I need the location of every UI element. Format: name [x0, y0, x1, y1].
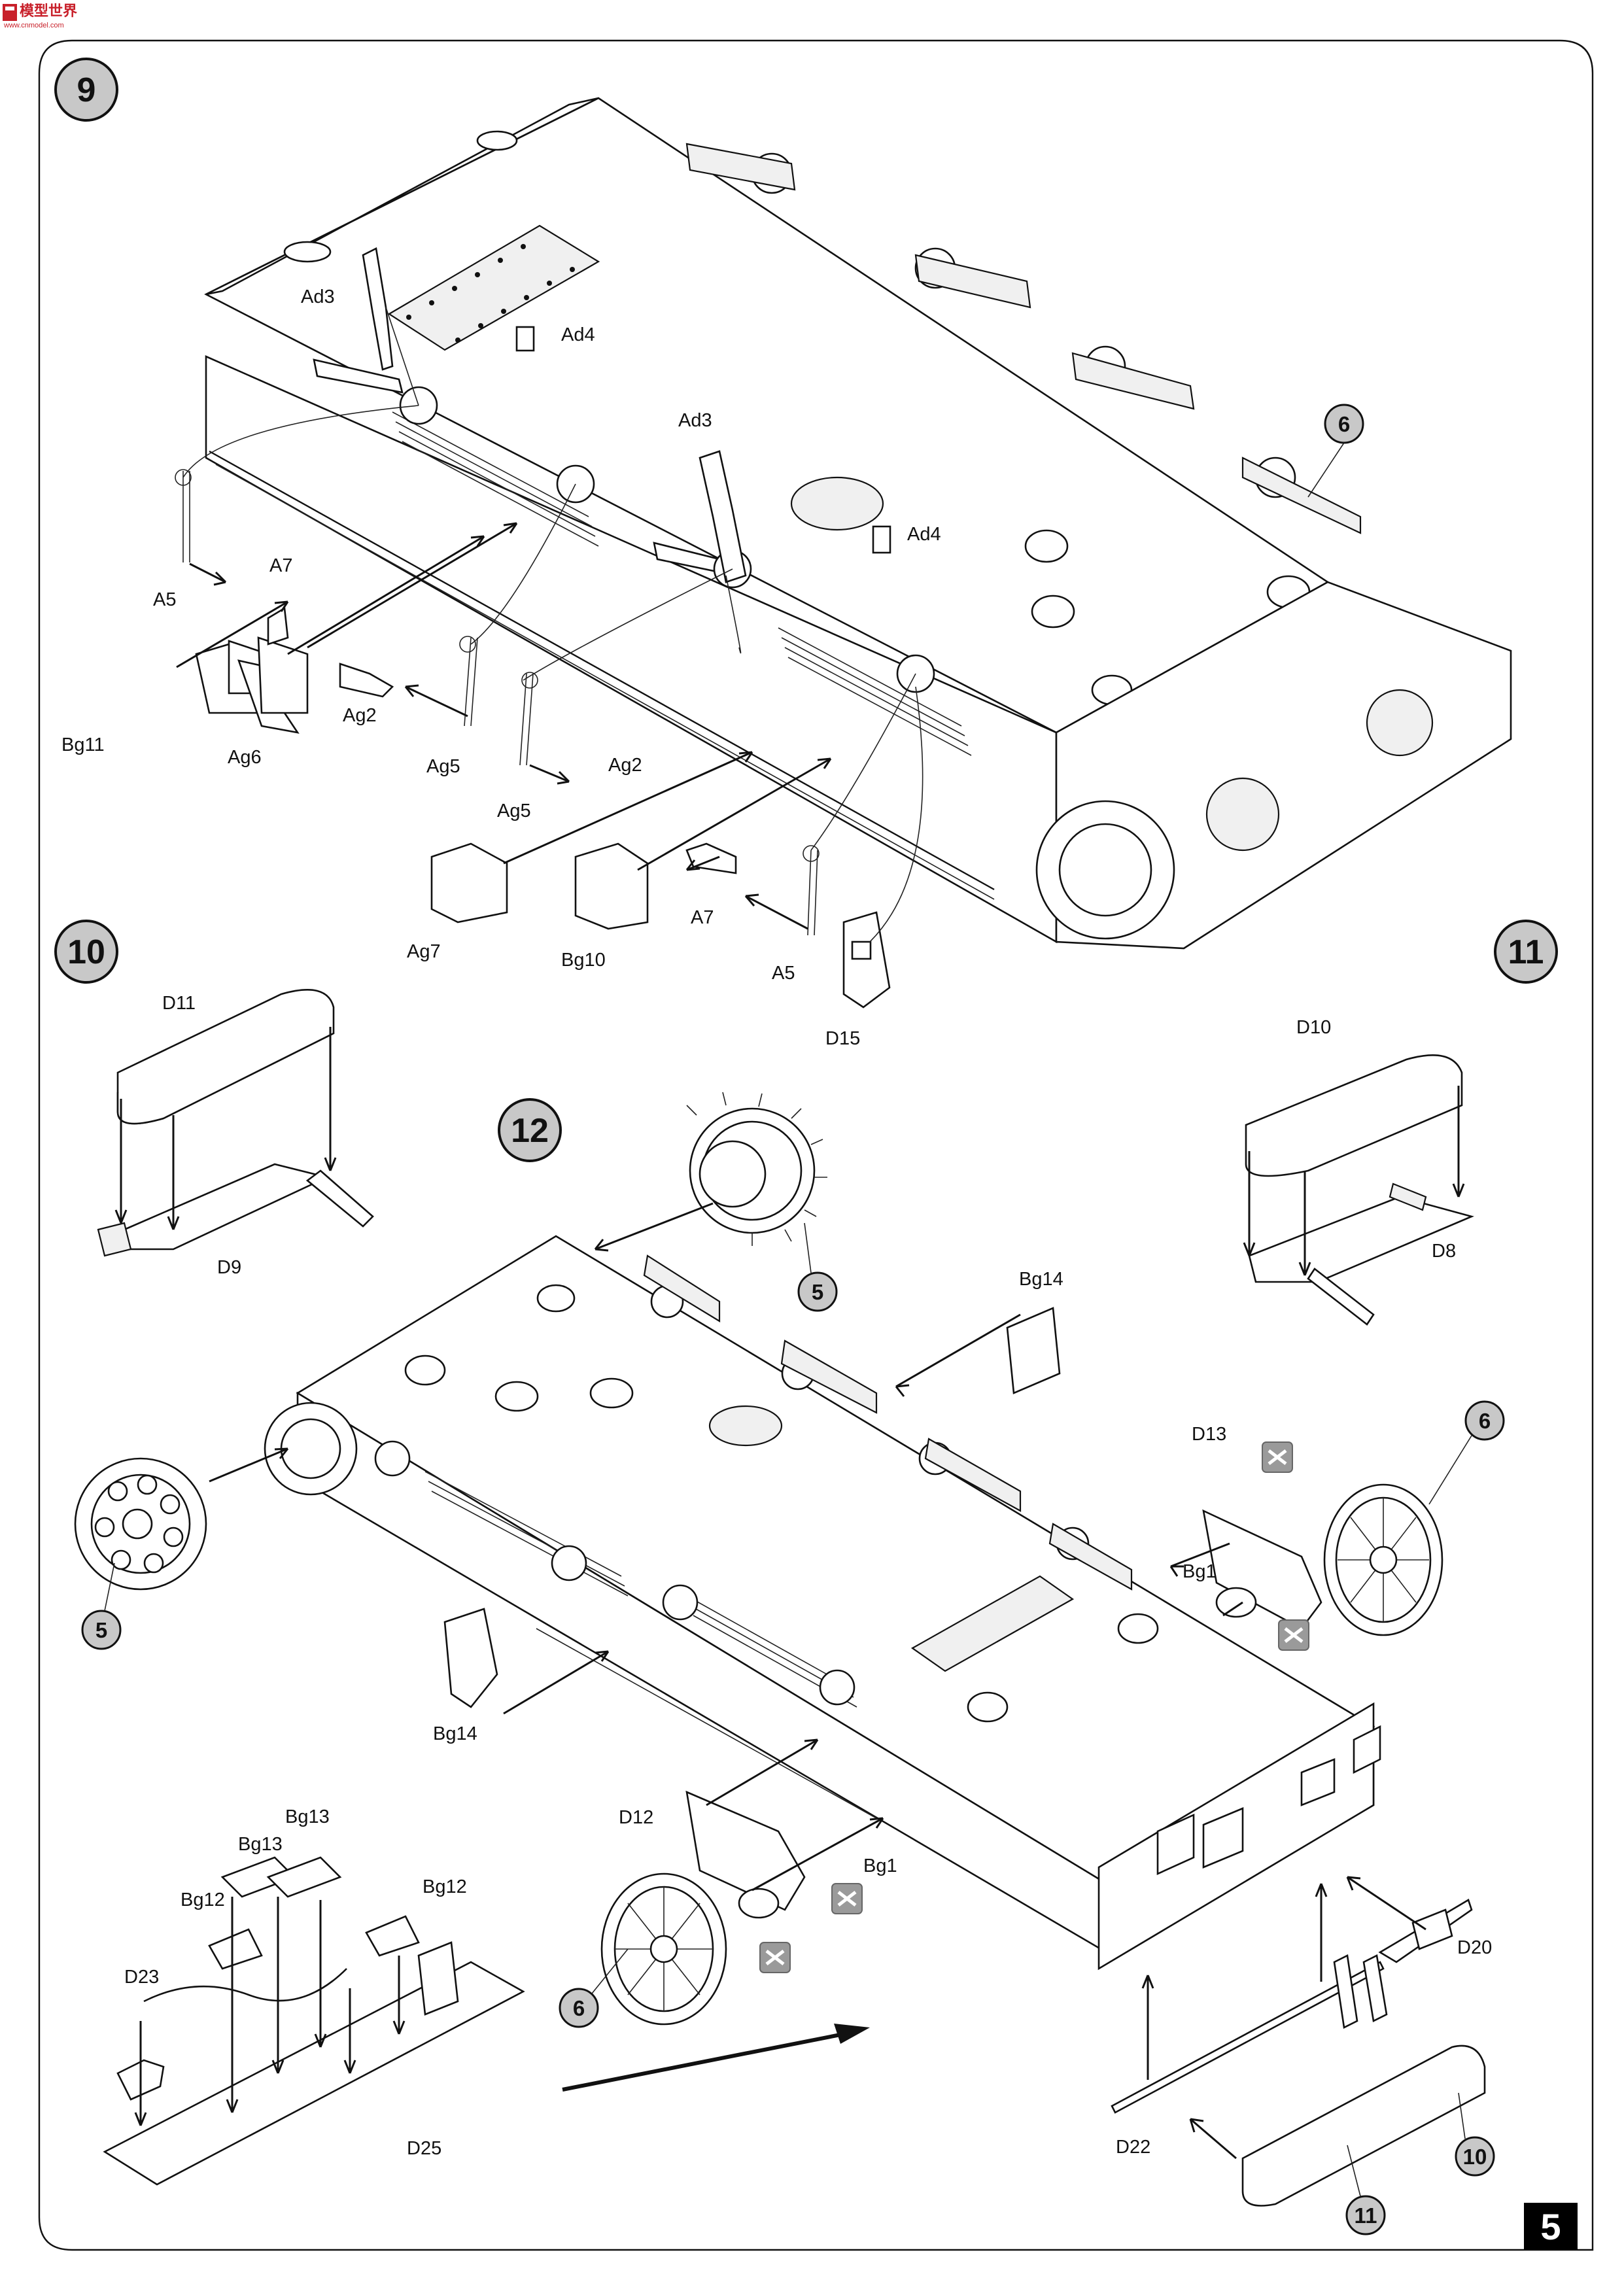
part-label: D22	[1116, 2137, 1150, 2158]
part-label: Ag7	[407, 941, 441, 962]
direction-arrow	[562, 2024, 870, 2092]
part-label: Bg13	[238, 1834, 283, 1855]
remove-part-icon	[1278, 1619, 1309, 1651]
road-wheel-left	[600, 1872, 727, 2026]
subassembly-ref: 10	[1455, 2092, 1495, 2177]
part-label: Ad4	[907, 524, 941, 545]
step-badge-12: 12	[498, 1098, 562, 1162]
step-number: 11	[1508, 933, 1544, 971]
subassembly-ref: 6	[559, 1948, 629, 2028]
svg-text:6: 6	[1338, 412, 1350, 436]
svg-text:11: 11	[1355, 2203, 1377, 2228]
site-logo: 模型世界 www.cnmodel.com	[3, 3, 77, 29]
part-label: Ad3	[301, 286, 335, 307]
page-number: 5	[1540, 2206, 1561, 2247]
subassembly-ref: 6	[1307, 404, 1364, 498]
part-label: A7	[269, 555, 292, 576]
remove-part-icon	[831, 1883, 863, 1914]
part-label: Bg12	[423, 1876, 467, 1897]
part-label: Ag2	[343, 705, 377, 726]
subassembly-ref: 6	[1428, 1400, 1505, 1505]
part-label: D8	[1432, 1241, 1456, 1262]
part-label: Bg14	[1019, 1269, 1063, 1290]
step10-drawing	[97, 989, 374, 1257]
part-label: D10	[1296, 1017, 1331, 1038]
part-label: A5	[153, 589, 176, 610]
part-label: Bg10	[561, 950, 606, 971]
part-label: Ad4	[561, 324, 595, 345]
step9-hull-drawing	[175, 97, 1512, 1009]
subassembly-ref: 11	[1345, 2145, 1386, 2235]
part-label: Bg1	[863, 1855, 897, 1876]
part-label: Bg1	[1183, 1561, 1217, 1582]
step-number: 12	[511, 1112, 549, 1150]
svg-text:10: 10	[1463, 2145, 1487, 2169]
part-label: Ag5	[497, 801, 531, 821]
svg-text:5: 5	[812, 1280, 823, 1304]
step-number: 9	[77, 71, 96, 109]
part-label: D12	[619, 1807, 653, 1828]
part-label: Ad3	[678, 410, 712, 431]
step11-drawing	[1243, 1054, 1474, 1326]
part-label: Bg12	[181, 1889, 225, 1910]
svg-text:5: 5	[95, 1618, 107, 1642]
part-label: D23	[124, 1967, 159, 1988]
step-badge-11: 11	[1494, 920, 1558, 984]
remove-part-icon	[1262, 1441, 1293, 1473]
logo-text: 模型世界	[20, 3, 77, 19]
subassembly-ref: 5	[81, 1562, 122, 1650]
remove-part-icon	[759, 1942, 791, 1973]
part-label: Bg11	[61, 734, 105, 755]
sprocket-upper	[686, 1092, 827, 1246]
sprocket-left	[74, 1457, 207, 1591]
part-label: D9	[217, 1257, 241, 1278]
page-number-badge: 5	[1524, 2203, 1578, 2250]
step12-hull-drawing	[74, 1092, 1486, 2207]
part-label: A7	[691, 907, 714, 928]
logo-url: www.cnmodel.com	[3, 22, 64, 29]
part-label: Ag2	[608, 755, 642, 776]
subassembly-ref: 5	[797, 1222, 838, 1312]
part-label: D15	[825, 1028, 860, 1049]
svg-text:6: 6	[1479, 1409, 1491, 1433]
part-label: Bg13	[285, 1806, 330, 1827]
part-label: Ag6	[228, 747, 262, 768]
part-label: A5	[772, 963, 795, 984]
svg-text:6: 6	[573, 1996, 585, 2020]
road-wheel-right	[1323, 1483, 1443, 1636]
part-label: D25	[407, 2138, 441, 2159]
part-label: D20	[1457, 1937, 1492, 1958]
page-frame	[38, 39, 1594, 2251]
step-badge-9: 9	[54, 58, 118, 122]
part-label: Ag5	[426, 756, 460, 777]
part-label: D11	[162, 993, 196, 1014]
step-badge-10: 10	[54, 920, 118, 984]
step-number: 10	[67, 933, 105, 971]
part-label: Bg14	[433, 1723, 477, 1744]
part-label: D13	[1192, 1424, 1226, 1445]
